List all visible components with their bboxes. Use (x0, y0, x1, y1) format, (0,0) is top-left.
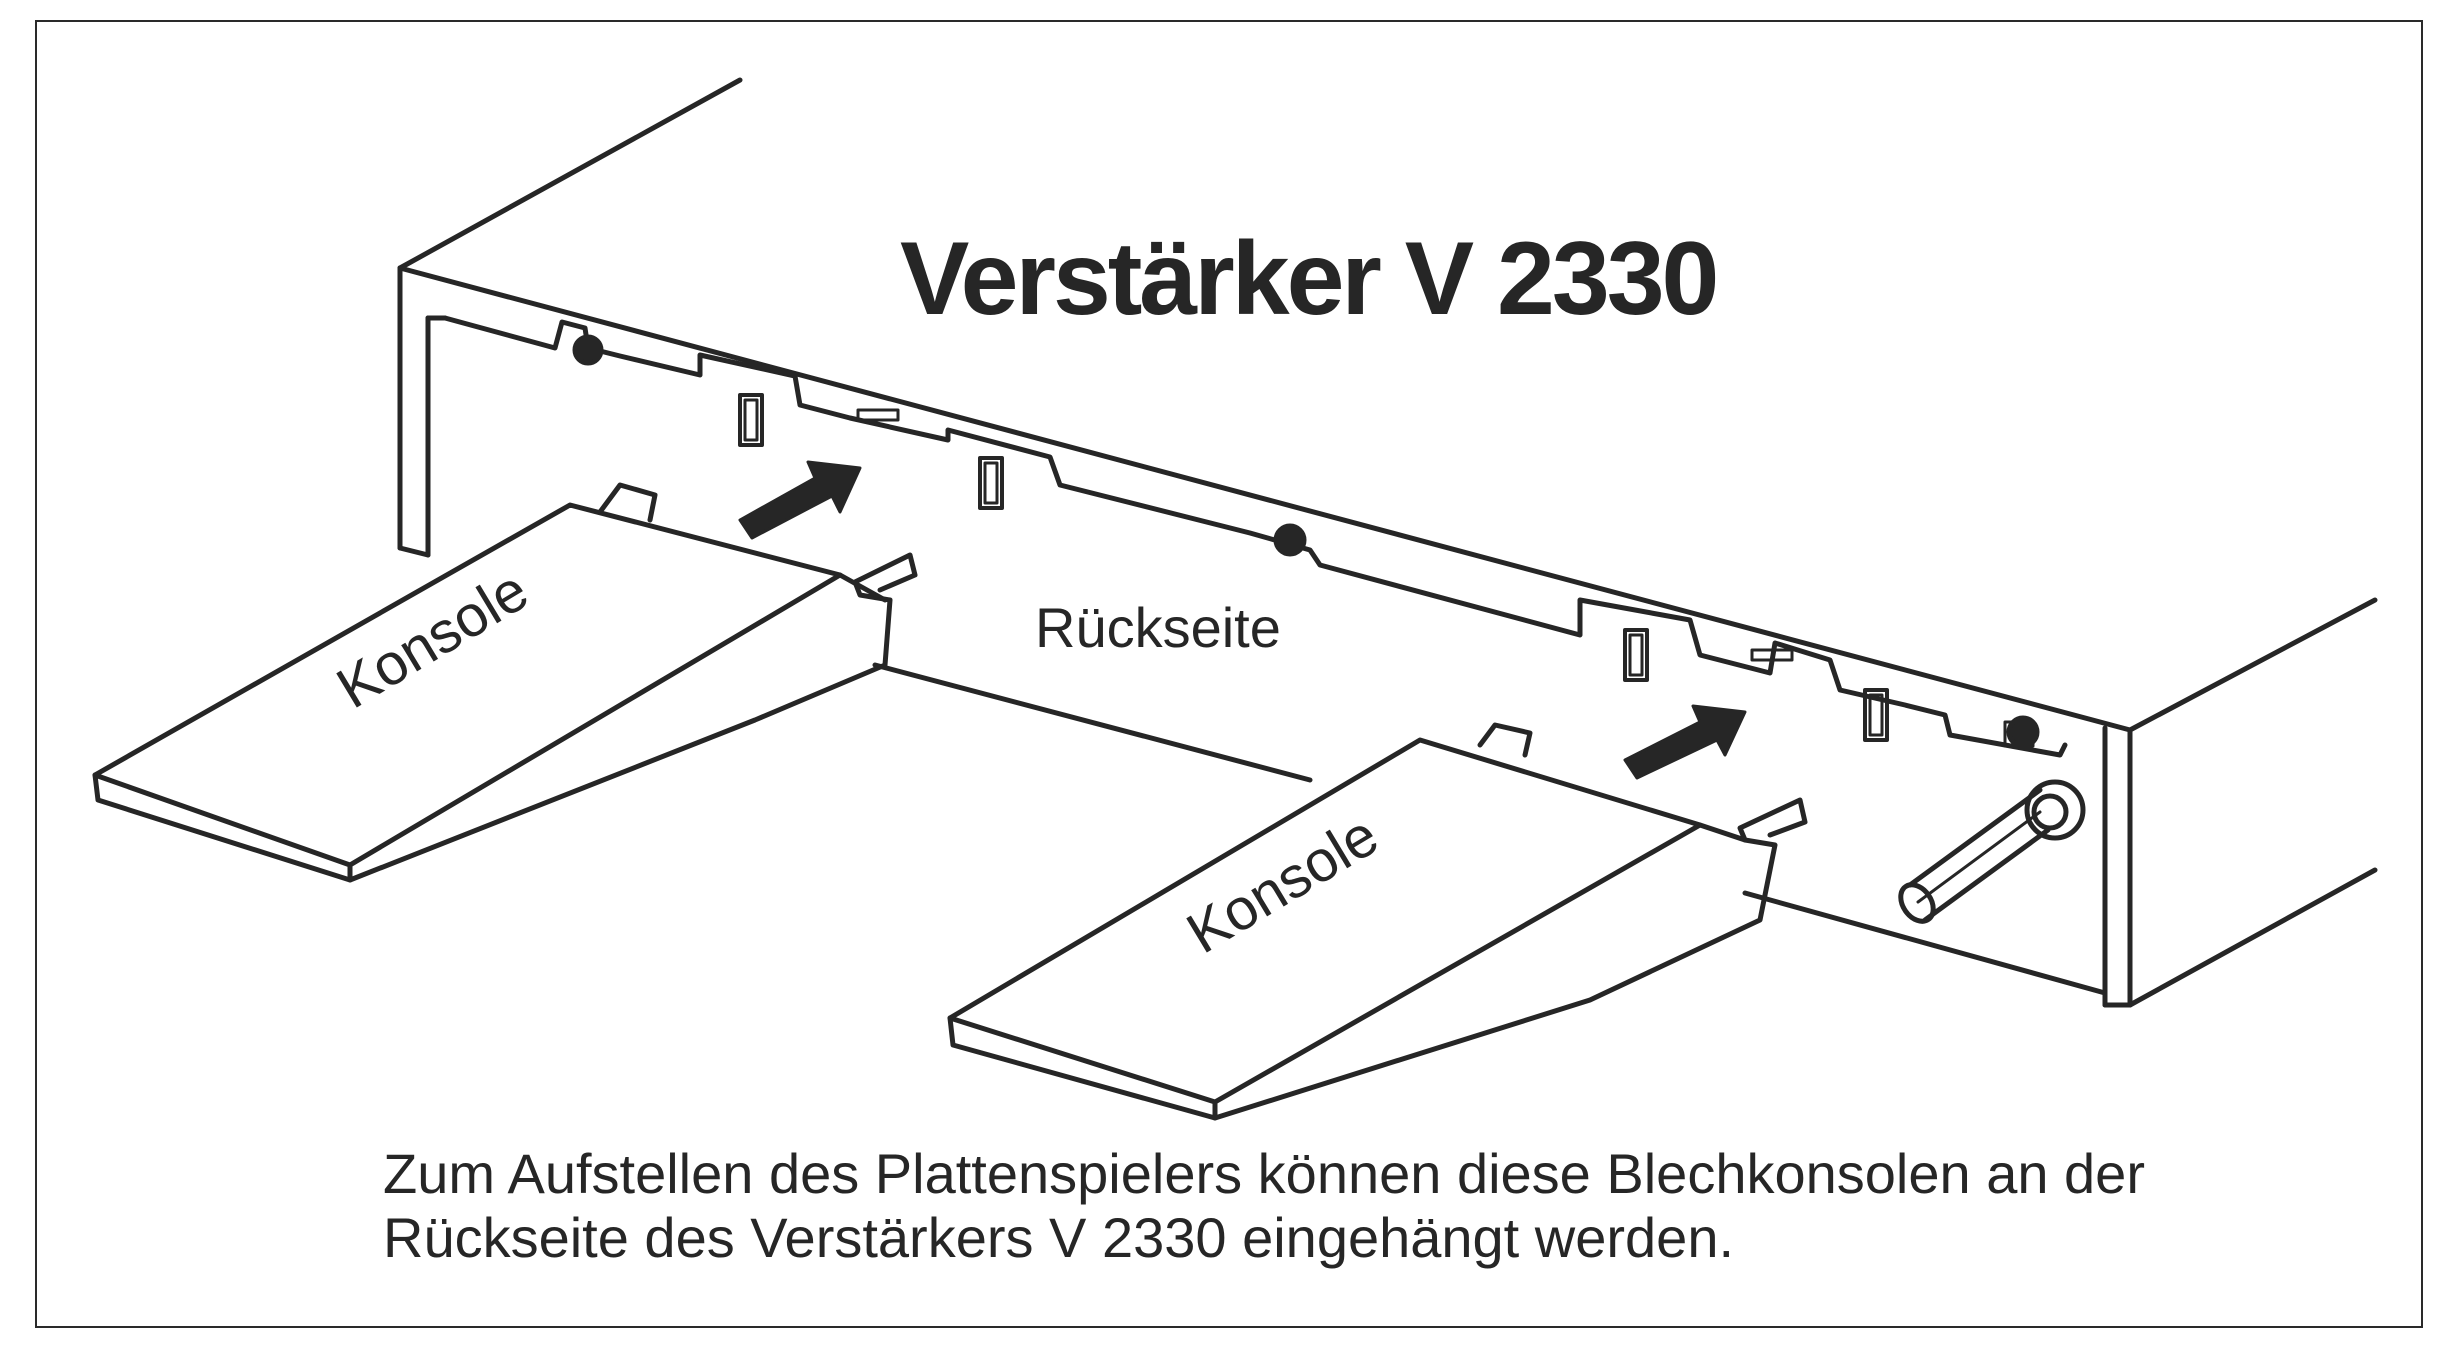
amplifier-body (397, 77, 2378, 1008)
caption-line: Zum Aufstellen des Plattenspielers könne… (383, 1142, 2145, 1205)
rear-side-label: Rückseite (1035, 596, 1281, 659)
caption: Zum Aufstellen des Plattenspielers könne… (383, 1142, 2145, 1270)
diagram-title: Verstärker V 2330 (900, 221, 1719, 337)
console-left (92, 482, 918, 883)
console-right (947, 722, 1808, 1121)
caption-line: Rückseite des Verstärkers V 2330 eingehä… (383, 1206, 1735, 1269)
arrow-icon (1623, 704, 1747, 780)
arrow-icon (738, 460, 862, 540)
